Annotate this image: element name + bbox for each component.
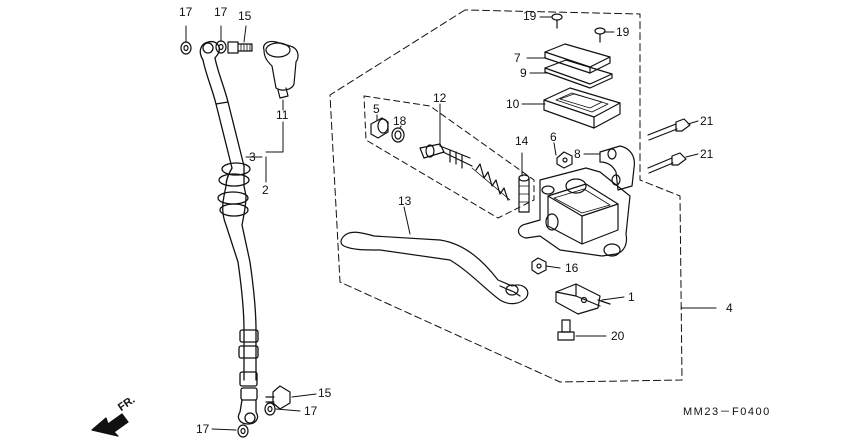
callout-21: 21 — [700, 114, 714, 128]
bolt-21-lower — [647, 152, 687, 174]
callout-17: 17 — [304, 404, 318, 418]
piston-12 — [419, 143, 473, 169]
brake-hose — [199, 40, 259, 425]
piston-set-outline — [363, 95, 535, 219]
callout-13: 13 — [398, 194, 412, 208]
callout-7: 7 — [514, 51, 521, 65]
assembly-outline — [329, 9, 683, 383]
callout-18: 18 — [393, 114, 407, 128]
front-arrow-icon — [91, 413, 129, 437]
callout-17: 17 — [214, 5, 228, 19]
washer-17-lower-left — [237, 424, 249, 438]
callout-17: 17 — [196, 422, 210, 436]
bolt-15-lower — [265, 385, 291, 410]
nut-16 — [531, 257, 547, 275]
callout-6: 6 — [550, 130, 557, 144]
holder-8 — [599, 145, 635, 191]
callout-10: 10 — [506, 97, 520, 111]
callout-4: 4 — [726, 301, 733, 315]
bolt-6 — [556, 151, 573, 169]
callout-8: 8 — [574, 147, 581, 161]
screw-19-top — [551, 13, 563, 29]
callout-2: 2 — [262, 183, 269, 197]
callout-3: 3 — [249, 150, 256, 164]
pivot-bolt-14 — [518, 174, 530, 213]
diaphragm — [543, 87, 621, 129]
callout-12: 12 — [433, 91, 447, 105]
callout-19: 19 — [616, 25, 630, 39]
ring-18 — [391, 127, 405, 143]
washer-17-upper-right — [215, 40, 227, 54]
diagram-code: MM23－F0400 — [683, 406, 771, 418]
callout-17: 17 — [179, 5, 193, 19]
brake-switch-1 — [555, 283, 611, 315]
master-cylinder-body — [517, 167, 631, 257]
callout-14: 14 — [515, 134, 529, 148]
diaphragm-plate — [544, 59, 613, 89]
callout-16: 16 — [565, 261, 579, 275]
spring-12 — [471, 163, 511, 201]
callout-15: 15 — [238, 9, 252, 23]
hose-cover — [263, 40, 299, 99]
bolt-15-upper — [227, 41, 253, 54]
callout-9: 9 — [520, 66, 527, 80]
callout-21: 21 — [700, 147, 714, 161]
callout-1: 1 — [628, 290, 635, 304]
washer-17-upper-left — [180, 41, 192, 55]
brake-lever-13 — [340, 231, 529, 305]
washer-17-lower-right — [264, 402, 276, 416]
bolt-21-upper — [647, 118, 691, 141]
callout-19: 19 — [523, 9, 537, 23]
boot-5 — [370, 117, 389, 139]
reservoir-cap — [544, 43, 611, 74]
callout-5: 5 — [373, 102, 380, 116]
leader-lines — [185, 16, 717, 431]
screw-19-right — [594, 27, 606, 43]
screw-20 — [557, 319, 575, 341]
callout-15: 15 — [318, 386, 332, 400]
callout-11: 11 — [276, 108, 289, 122]
callout-20: 20 — [611, 329, 625, 343]
